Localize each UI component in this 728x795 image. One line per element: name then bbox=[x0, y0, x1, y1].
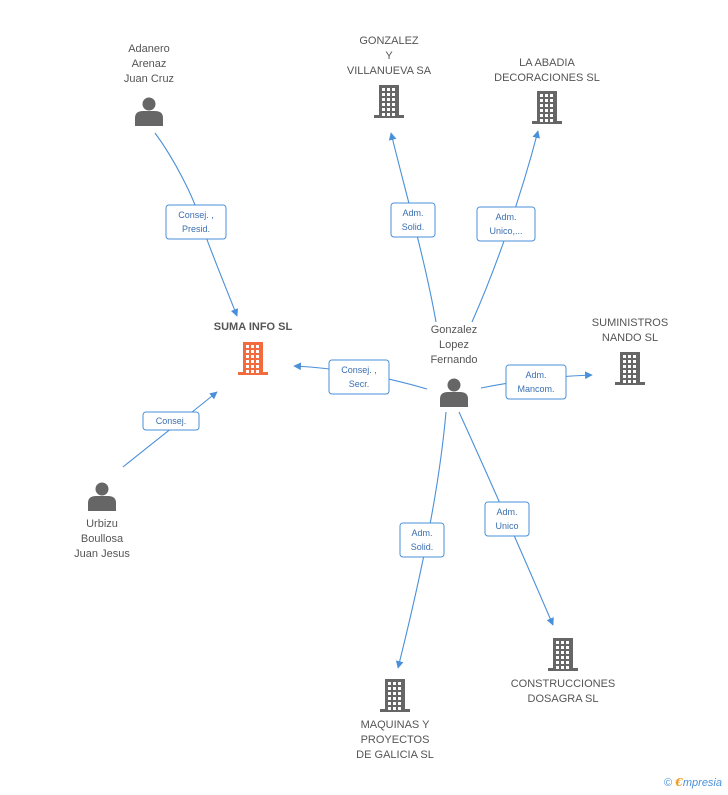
building-icon bbox=[238, 342, 268, 375]
edge-label-box[interactable] bbox=[505, 364, 567, 400]
edge-label-text: Adm. bbox=[402, 208, 423, 218]
node-label-line: SUMINISTROS bbox=[592, 317, 668, 329]
edge-label-box[interactable] bbox=[484, 501, 530, 537]
node-label-line: NANDO SL bbox=[602, 332, 658, 344]
person-icon bbox=[135, 97, 163, 126]
node-la-abadia[interactable]: LA ABADIA DECORACIONES SL bbox=[494, 57, 600, 124]
building-icon bbox=[380, 679, 410, 712]
node-label-line: Juan Jesus bbox=[74, 548, 130, 560]
node-label-line: Fernando bbox=[430, 354, 477, 366]
edge-label-text: Adm. bbox=[496, 507, 517, 517]
building-icon bbox=[615, 352, 645, 385]
node-label-line: DOSAGRA SL bbox=[528, 693, 599, 705]
building-icon bbox=[374, 85, 404, 118]
brand-logo-initial: € bbox=[675, 776, 683, 789]
edge-label-text: Consej. , bbox=[178, 210, 214, 220]
edge-arrow bbox=[122, 391, 218, 468]
node-label-line: Arenaz bbox=[132, 58, 167, 70]
edge-label-box[interactable] bbox=[390, 202, 436, 238]
edge-label-box[interactable] bbox=[142, 411, 200, 431]
node-label-line: Lopez bbox=[439, 339, 469, 351]
edge-label-box[interactable] bbox=[328, 359, 390, 395]
node-label-line: MAQUINAS Y bbox=[361, 719, 431, 731]
node-label-line: Gonzalez bbox=[431, 324, 477, 336]
building-icon bbox=[532, 91, 562, 124]
node-suministros-nando[interactable]: SUMINISTROS NANDO SL bbox=[592, 317, 668, 385]
node-label-line: VILLANUEVA SA bbox=[347, 65, 432, 77]
edge-label-text: Solid. bbox=[411, 542, 434, 552]
edge-label-text: Unico,... bbox=[489, 226, 522, 236]
edge-gonzalez_lopez-to-suma_info: Consej. , Secr. bbox=[293, 359, 428, 395]
edge-gonzalez_lopez-to-suministros_nando: Adm. Mancom. bbox=[480, 364, 593, 400]
edge-label-text: Consej. , bbox=[341, 365, 377, 375]
node-label-line: GONZALEZ bbox=[359, 35, 419, 47]
edge-label-text: Adm. bbox=[495, 212, 516, 222]
edge-label-box[interactable] bbox=[165, 204, 227, 240]
edge-label-text: Unico bbox=[495, 521, 518, 531]
edge-adanero-to-suma_info: Consej. , Presid. bbox=[154, 132, 239, 317]
node-suma-info[interactable]: SUMA INFO SL bbox=[214, 321, 293, 375]
edge-label-text: Consej. bbox=[156, 416, 187, 426]
person-icon bbox=[88, 482, 116, 511]
edge-label-text: Adm. bbox=[525, 370, 546, 380]
node-label-line: PROYECTOS bbox=[361, 734, 430, 746]
node-label-line: Urbizu bbox=[86, 518, 118, 530]
node-label-line: SUMA INFO SL bbox=[214, 321, 293, 333]
edge-urbizu-to-suma_info: Consej. bbox=[122, 391, 218, 468]
node-label-line: Y bbox=[385, 50, 393, 62]
edge-label-text: Mancom. bbox=[517, 384, 554, 394]
node-gonzalez-villanueva[interactable]: GONZALEZ Y VILLANUEVA SA bbox=[347, 35, 432, 118]
edge-label-text: Solid. bbox=[402, 222, 425, 232]
node-label-line: DECORACIONES SL bbox=[494, 72, 600, 84]
node-label-line: DE GALICIA SL bbox=[356, 749, 434, 761]
edge-label-text: Presid. bbox=[182, 224, 210, 234]
brand-name: mpresia bbox=[682, 777, 722, 789]
node-construcciones-dosagra[interactable]: CONSTRUCCIONES DOSAGRA SL bbox=[511, 638, 616, 705]
edge-gonzalez_lopez-to-construcciones_dosagra: Adm. Unico bbox=[458, 411, 554, 626]
copyright-symbol: © bbox=[664, 777, 673, 789]
node-maquinas-proyectos[interactable]: MAQUINAS Y PROYECTOS DE GALICIA SL bbox=[356, 679, 434, 761]
edge-label-box[interactable] bbox=[399, 522, 445, 558]
footer-brand: © €mpresia bbox=[664, 776, 722, 789]
edge-label-box[interactable] bbox=[476, 206, 536, 242]
edge-gonzalez_lopez-to-la_abadia: Adm. Unico,... bbox=[471, 130, 540, 323]
edge-gonzalez_lopez-to-maquinas_proyectos: Adm. Solid. bbox=[395, 411, 447, 669]
edge-gonzalez_lopez-to-gonzalez_villanueva: Adm. Solid. bbox=[388, 132, 437, 323]
node-label-line: Boullosa bbox=[81, 533, 124, 545]
edge-label-text: Adm. bbox=[411, 528, 432, 538]
node-label-line: Juan Cruz bbox=[124, 73, 174, 85]
person-icon bbox=[440, 378, 468, 407]
building-icon bbox=[548, 638, 578, 671]
node-label-line: Adanero bbox=[128, 43, 170, 55]
node-label-line: LA ABADIA bbox=[519, 57, 575, 69]
edge-label-text: Secr. bbox=[349, 379, 370, 389]
node-label-line: CONSTRUCCIONES bbox=[511, 678, 616, 690]
